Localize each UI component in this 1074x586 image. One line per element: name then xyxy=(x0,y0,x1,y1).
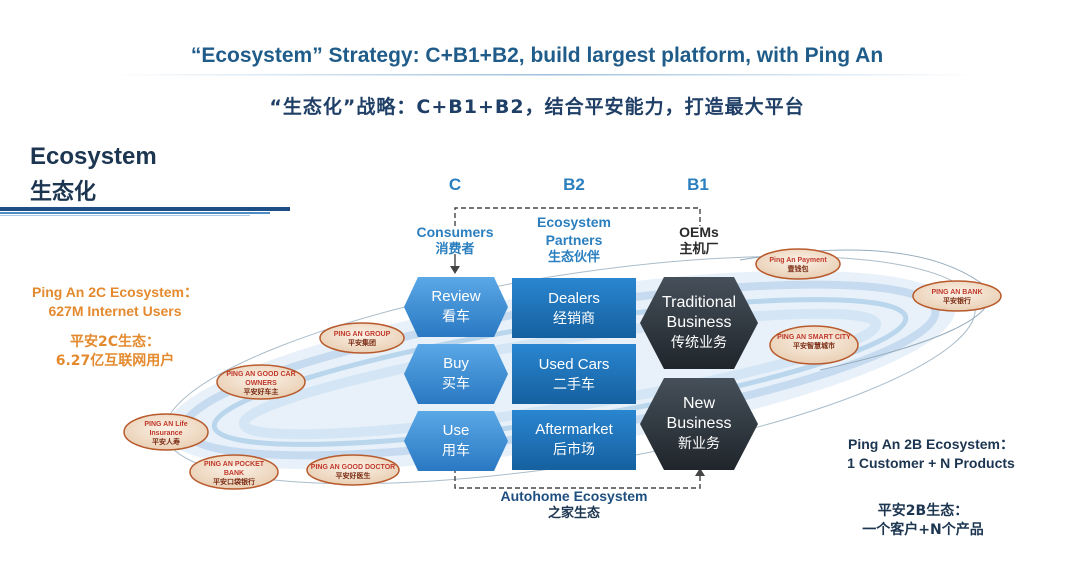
title-en: “Ecosystem” Strategy: C+B1+B2, build lar… xyxy=(190,44,884,67)
box-used-cars-cn: 二手车 xyxy=(553,377,595,393)
title-cn: “生态化”战略：C+B1+B2，结合平安能力，打造最大平台 xyxy=(269,96,805,118)
box-dealers-en: Dealers xyxy=(548,290,600,307)
hexagon-new-business xyxy=(640,378,758,470)
left-ecosystem-cn: 平安2C生态： 6.27亿互联网用户 xyxy=(10,333,220,371)
hexagon-use xyxy=(404,411,508,471)
left-ecosystem-en: Ping An 2C Ecosystem： 627M Internet User… xyxy=(10,283,220,321)
new-business-en-1: New xyxy=(682,395,715,412)
ellipse-good-doctor: PING AN GOOD DOCTOR 平安好医生 xyxy=(310,463,396,481)
consumers-cn: 消费者 xyxy=(435,242,475,257)
oems-en: OEMs xyxy=(679,224,719,240)
hex-buy-text: Buy 买车 xyxy=(404,354,508,394)
box-used-cars-en: Used Cars xyxy=(538,356,610,373)
ellipse-3-cn: 平安口袋银行 xyxy=(213,478,255,486)
ellipse-ping-an-bank: PING AN BANK 平安银行 xyxy=(917,288,997,306)
traditional-en-1: Traditional xyxy=(661,294,737,311)
new-business-en-2: Business xyxy=(666,415,732,432)
consumers-en: Consumers xyxy=(416,224,494,240)
column-letter-b1: B1 xyxy=(687,175,709,194)
box-dealers-text: Dealers 经销商 xyxy=(512,288,636,330)
ellipse-ping-an-group: PING AN GROUP 平安集团 xyxy=(322,330,402,348)
new-business-cn: 新业务 xyxy=(678,436,720,452)
right-eco-en-2: 1 Customer + N Products xyxy=(847,455,1015,471)
ellipse-1-en: PING AN GOOD CAR OWNERS xyxy=(226,371,296,387)
ellipse-1-cn: 平安好车主 xyxy=(243,388,279,396)
ellipse-smart-city: PING AN SMART CITY 平安智慧城市 xyxy=(774,333,854,351)
right-eco-cn-2: 一个客户+N个产品 xyxy=(862,522,984,538)
ellipse-life-insurance: PING AN Life Insurance 平安人寿 xyxy=(131,420,201,447)
box-aftermarket-cn: 后市场 xyxy=(553,442,595,458)
partners-en-1: Ecosystem xyxy=(537,214,611,230)
hex-buy-cn: 买车 xyxy=(442,376,470,392)
column-head-consumers: Consumers 消费者 xyxy=(395,223,515,259)
column-letter-b2: B2 xyxy=(563,175,585,194)
box-aftermarket xyxy=(512,410,636,470)
hex-review-cn: 看车 xyxy=(442,309,470,325)
hex-buy-en: Buy xyxy=(443,355,469,372)
traditional-cn: 传统业务 xyxy=(671,335,727,351)
hex-traditional-text: Traditional Business 传统业务 xyxy=(640,293,758,353)
column-head-oems: OEMs 主机厂 xyxy=(640,223,758,259)
ecosystem-underline xyxy=(0,207,290,216)
hex-review-en: Review xyxy=(431,288,481,305)
ellipse-2-cn: 平安人寿 xyxy=(152,438,180,446)
left-eco-en-1: Ping An 2C Ecosystem： xyxy=(32,284,198,300)
ellipse-4-en: PING AN GOOD DOCTOR xyxy=(310,464,396,471)
hex-review-text: Review 看车 xyxy=(404,287,508,327)
oems-cn: 主机厂 xyxy=(679,242,719,257)
section-title-en: Ecosystem xyxy=(30,143,157,170)
ellipse-good-car-owners: PING AN GOOD CAR OWNERS 平安好车主 xyxy=(221,370,301,397)
ellipse-4-cn: 平安好医生 xyxy=(335,472,371,480)
ellipses xyxy=(123,248,1002,490)
ellipse-payment: Ping An Payment 壹钱包 xyxy=(758,256,838,274)
hexagon-review xyxy=(404,277,508,337)
box-used-cars-text: Used Cars 二手车 xyxy=(512,354,636,396)
right-eco-en-1: Ping An 2B Ecosystem： xyxy=(848,436,1014,452)
box-dealers-cn: 经销商 xyxy=(553,311,595,327)
right-ecosystem-en: Ping An 2B Ecosystem： 1 Customer + N Pro… xyxy=(826,435,1036,473)
ellipse-5-en: Ping An Payment xyxy=(769,257,827,264)
ellipse-7-en: PING AN BANK xyxy=(931,289,983,296)
hex-new-business-text: New Business 新业务 xyxy=(640,394,758,454)
hex-use-cn: 用车 xyxy=(442,443,470,459)
right-eco-cn-1: 平安2B生态： xyxy=(877,503,969,519)
ellipse-7-cn: 平安银行 xyxy=(943,297,971,305)
autohome-ecosystem-label: Autohome Ecosystem 之家生态 xyxy=(474,487,674,523)
box-used-cars xyxy=(512,344,636,404)
hexagon-buy xyxy=(404,344,508,404)
partners-en-2: Partners xyxy=(545,232,603,248)
left-eco-cn-1: 平安2C生态： xyxy=(69,334,160,350)
hexagon-traditional-business xyxy=(640,277,758,369)
partners-cn: 生态伙伴 xyxy=(547,250,600,265)
ellipse-5-cn: 壹钱包 xyxy=(787,265,809,273)
column-letter-c: C xyxy=(448,175,462,194)
ellipse-0-cn: 平安集团 xyxy=(348,339,376,347)
autohome-ecosystem-en: Autohome Ecosystem xyxy=(500,488,648,504)
hex-use-text: Use 用车 xyxy=(404,421,508,461)
ellipse-6-en: PING AN SMART CITY xyxy=(777,334,851,341)
title-separator xyxy=(110,74,980,76)
left-eco-cn-2: 6.27亿互联网用户 xyxy=(55,353,175,369)
left-eco-en-2: 627M Internet Users xyxy=(48,303,182,319)
ellipse-pocket-bank: PING AN POCKET BANK 平安口袋银行 xyxy=(199,460,269,487)
arrowheads xyxy=(450,266,705,476)
autohome-ecosystem-cn: 之家生态 xyxy=(547,506,600,521)
column-head-partners: Ecosystem Partners 生态伙伴 xyxy=(514,213,634,267)
section-title-cn: 生态化 xyxy=(30,180,97,205)
dashed-connector xyxy=(454,207,701,489)
ellipse-2-en: PING AN Life Insurance xyxy=(144,421,188,437)
ellipse-0-en: PING AN GROUP xyxy=(333,331,391,338)
box-aftermarket-en: Aftermarket xyxy=(535,421,613,438)
hex-use-en: Use xyxy=(442,422,470,439)
box-dealers xyxy=(512,278,636,338)
ellipse-6-cn: 平安智慧城市 xyxy=(793,342,835,350)
ellipse-3-en: PING AN POCKET BANK xyxy=(203,461,265,477)
right-ecosystem-cn: 平安2B生态： 一个客户+N个产品 xyxy=(818,502,1028,540)
traditional-en-2: Business xyxy=(666,314,732,331)
box-aftermarket-text: Aftermarket 后市场 xyxy=(512,419,636,461)
